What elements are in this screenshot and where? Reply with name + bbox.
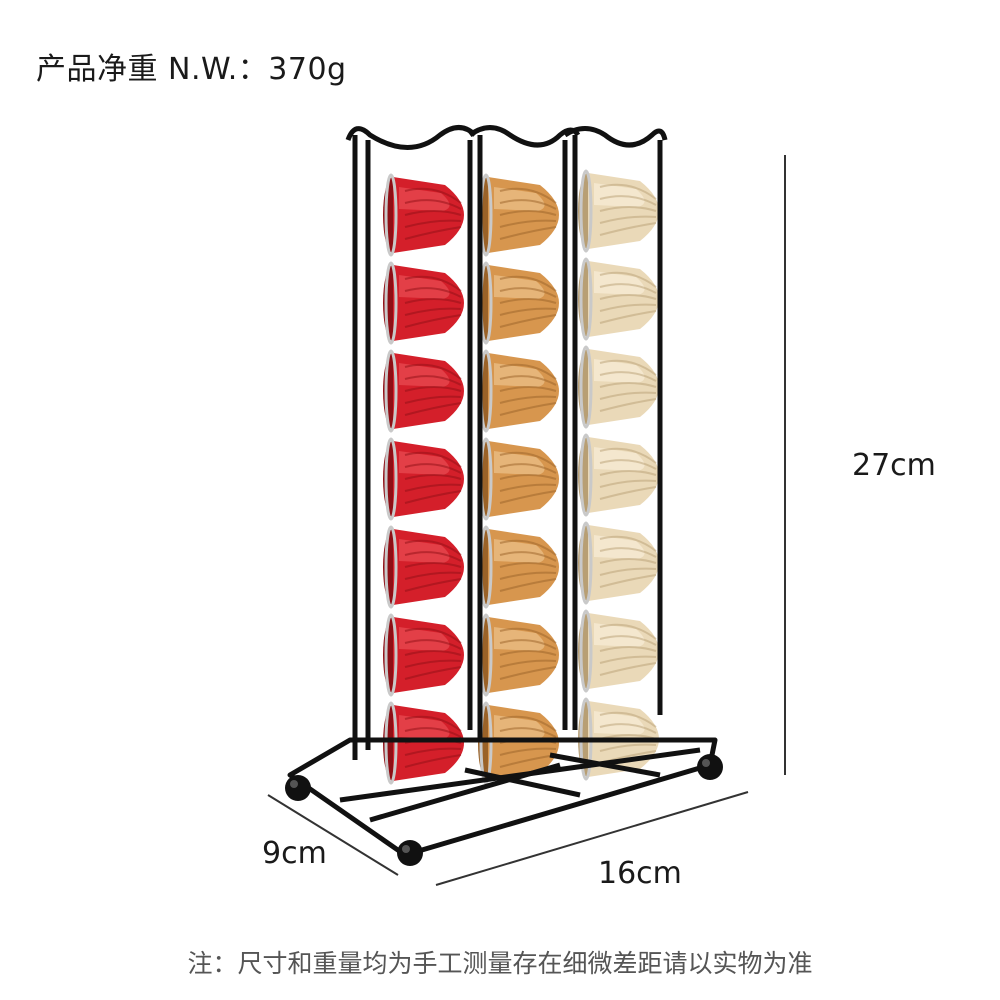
capsule bbox=[478, 349, 559, 433]
measurement-note: 注：尺寸和重量均为手工测量存在细微差距请以实物为准 bbox=[187, 949, 813, 978]
depth-dimension-line bbox=[267, 794, 399, 876]
width-label: 16cm bbox=[598, 856, 682, 891]
rack-foot-highlight bbox=[402, 845, 410, 853]
capsule bbox=[578, 521, 659, 605]
capsule bbox=[478, 701, 559, 785]
capsule-groups bbox=[383, 169, 659, 785]
capsule bbox=[478, 173, 559, 257]
capsule bbox=[383, 437, 464, 521]
rack-foot-highlight bbox=[702, 759, 710, 767]
capsule bbox=[578, 433, 659, 517]
rack-wire bbox=[549, 752, 661, 778]
capsule bbox=[578, 609, 659, 693]
rack-wire bbox=[287, 737, 718, 858]
rack-foot bbox=[697, 754, 723, 780]
rack-wire bbox=[468, 125, 581, 148]
capsule bbox=[478, 613, 559, 697]
rack-foot bbox=[397, 840, 423, 866]
capsule bbox=[478, 437, 559, 521]
capsule bbox=[478, 525, 559, 609]
capsule bbox=[383, 349, 464, 433]
rack-wire bbox=[345, 125, 477, 150]
capsule bbox=[578, 169, 659, 253]
capsule bbox=[578, 257, 659, 341]
rack-foot bbox=[285, 775, 311, 801]
capsule bbox=[578, 345, 659, 429]
capsule bbox=[383, 701, 464, 785]
capsule bbox=[383, 613, 464, 697]
width-dimension-line bbox=[435, 791, 749, 886]
height-label: 27cm bbox=[852, 448, 936, 483]
capsule bbox=[383, 173, 464, 257]
rack-foot-highlight bbox=[290, 780, 298, 788]
rack-wire bbox=[464, 767, 581, 798]
depth-label: 9cm bbox=[262, 836, 327, 871]
capsule bbox=[383, 525, 464, 609]
capsule bbox=[383, 261, 464, 345]
rack-wire bbox=[369, 762, 561, 823]
rack-frame bbox=[285, 125, 723, 866]
rack-wire bbox=[563, 126, 668, 148]
net-weight-label: 产品净重 N.W.：370g bbox=[36, 52, 347, 87]
capsule-rack-image bbox=[285, 125, 723, 866]
capsule bbox=[478, 261, 559, 345]
